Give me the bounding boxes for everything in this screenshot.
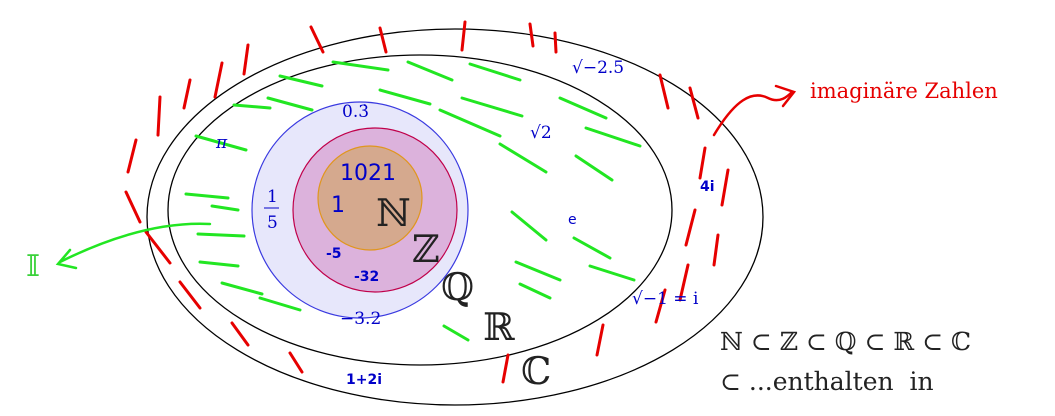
imaginary-sqrt-neg-1: √−1 = i xyxy=(632,289,699,309)
irrationals-symbol: 𝕀 xyxy=(26,249,40,284)
imaginary-numbers-label: imaginäre Zahlen xyxy=(810,79,998,103)
natural-1: 1 xyxy=(331,193,345,218)
naturals-symbol: ℕ xyxy=(376,191,411,235)
naturals-circle xyxy=(317,145,423,251)
imaginary-4i: 4i xyxy=(700,179,715,195)
integers-symbol: ℤ xyxy=(412,227,440,271)
natural-1021: 1021 xyxy=(340,161,396,186)
irrational-pi: π xyxy=(215,133,228,153)
rational-fraction-den: 5 xyxy=(267,213,278,233)
imaginary-hatching xyxy=(124,20,730,384)
imaginary-arrow xyxy=(712,84,797,137)
irrational-arrow xyxy=(55,222,212,270)
real-ellipse xyxy=(167,54,673,366)
subset-legend: ⊂ ...enthalten in xyxy=(720,367,934,396)
integer-neg32: -32 xyxy=(354,269,379,285)
complex-ellipse xyxy=(146,28,764,406)
rational-decimal: −3.2 xyxy=(340,309,381,329)
irrational-e: e xyxy=(568,212,577,228)
rationals-symbol: ℚ xyxy=(441,265,474,309)
complex-symbol: ℂ xyxy=(521,349,551,393)
complex-1-plus-2i: 1+2i xyxy=(346,372,382,388)
reals-symbol: ℝ xyxy=(483,305,515,349)
irrational-hatching xyxy=(184,60,642,342)
rational-repeating: 0.3̇ xyxy=(342,102,369,122)
integer-neg5: -5 xyxy=(326,246,342,262)
irrational-sqrt2: √2 xyxy=(530,123,552,143)
imaginary-sqrt-neg-2-5: √−2.5 xyxy=(572,58,624,78)
subset-chain: ℕ ⊂ ℤ ⊂ ℚ ⊂ ℝ ⊂ ℂ xyxy=(720,327,971,356)
rational-fraction-num: 1 xyxy=(267,187,278,207)
